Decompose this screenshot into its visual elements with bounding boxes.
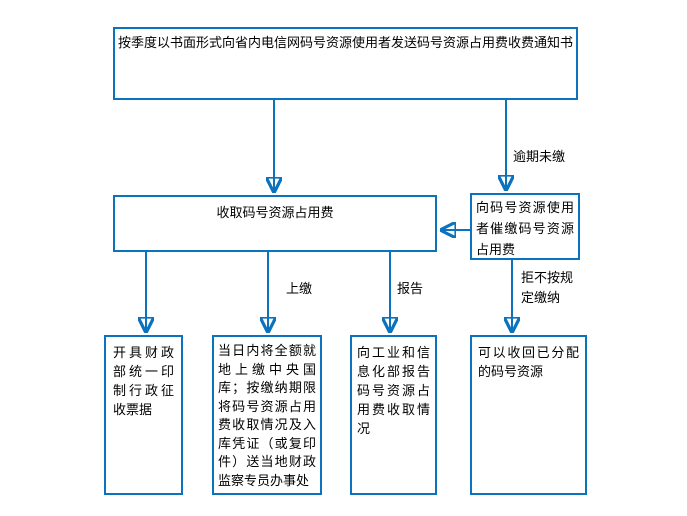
edge-label-overdue-unpaid: 逾期未缴 xyxy=(513,148,566,168)
flow-node-reclaim-resource: 可以收回已分配的码号资源 xyxy=(470,335,587,495)
edge-label-refuse-to-pay: 拒不按规 定缴纳 xyxy=(521,269,585,309)
flow-node-report-ministry: 向工业和信息化部报告码号资源占用费收取情况 xyxy=(350,335,437,495)
edge-label-pay-up: 上缴 xyxy=(286,280,313,300)
flow-node-issue-receipt: 开具财政部统一印制行政征收票据 xyxy=(104,335,183,495)
edge-label-report: 报告 xyxy=(397,280,424,300)
flow-node-urge-payment: 向码号资源使用者催缴码号资源占用费 xyxy=(470,193,580,260)
flow-node-send-notice: 按季度以书面形式向省内电信网码号资源使用者发送码号资源占用费收费通知书 xyxy=(113,27,578,100)
flow-node-collect-fee: 收取码号资源占用费 xyxy=(113,195,437,252)
flow-node-remit-treasury: 当日内将全额就地上缴中央国库；按缴纳期限将码号资源占用费收取情况及入库凭证（或复… xyxy=(212,335,322,495)
